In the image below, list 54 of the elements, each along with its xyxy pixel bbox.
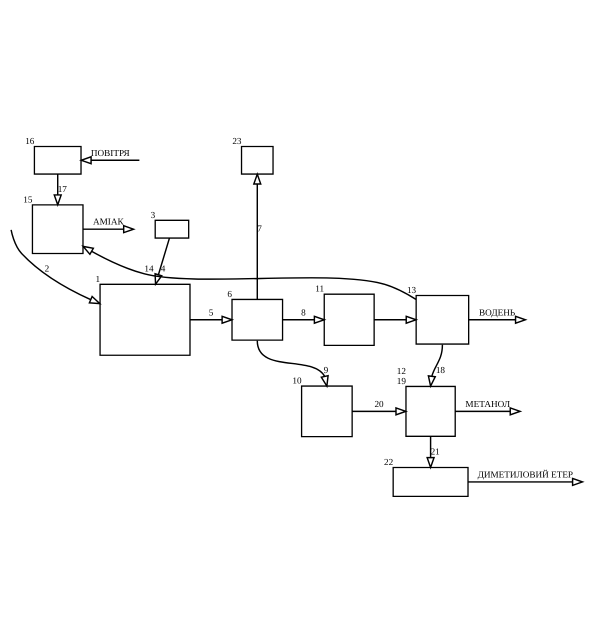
edge-label: 18 bbox=[436, 365, 446, 376]
edge-label: ПОВІТРЯ bbox=[90, 148, 130, 158]
node-box bbox=[99, 284, 191, 356]
edge-label: 4 bbox=[160, 263, 166, 274]
node-label: 6 bbox=[227, 288, 232, 299]
node-box bbox=[300, 385, 353, 438]
edge-label: 8 bbox=[301, 307, 306, 318]
edge-label: 14 bbox=[144, 263, 154, 274]
arrow bbox=[81, 245, 416, 300]
edge-label: 7 bbox=[257, 224, 262, 234]
edge-label: 17 bbox=[58, 184, 67, 194]
arrow bbox=[455, 406, 522, 416]
node-label: 1 bbox=[95, 274, 100, 284]
arrow bbox=[352, 406, 408, 416]
arrow bbox=[374, 315, 418, 324]
arrow bbox=[154, 238, 170, 286]
arrow bbox=[282, 315, 326, 324]
node-label: 22 bbox=[384, 456, 394, 467]
node-label: 16 bbox=[25, 136, 34, 146]
edge-label: МЕТАНОЛ bbox=[465, 398, 510, 409]
edge-label: 9 bbox=[324, 365, 328, 376]
node-label: 13 bbox=[406, 285, 416, 295]
node-box bbox=[392, 466, 469, 498]
arrow bbox=[252, 172, 262, 300]
edge-label: ВОДЕНЬ bbox=[479, 307, 516, 318]
edge-label: 20 bbox=[374, 398, 384, 409]
node-box bbox=[154, 220, 190, 239]
node-label: 19 bbox=[396, 376, 406, 386]
node-label: 3 bbox=[150, 210, 156, 220]
arrow bbox=[83, 224, 136, 234]
arrow bbox=[10, 230, 102, 304]
node-box bbox=[416, 294, 470, 345]
arrow bbox=[468, 315, 528, 324]
edge-label: 2 bbox=[44, 263, 50, 274]
arrow bbox=[190, 315, 234, 324]
edge-label: 5 bbox=[208, 307, 214, 318]
node-label: 23 bbox=[232, 136, 242, 146]
arrow bbox=[256, 340, 329, 388]
edge-label: ДИМЕТИЛОВИЙ ЕТЕР bbox=[478, 469, 574, 480]
node-box bbox=[32, 204, 84, 254]
node-label: 11 bbox=[315, 284, 324, 294]
arrow bbox=[53, 174, 62, 207]
node-box bbox=[240, 146, 274, 175]
node-box bbox=[231, 298, 284, 341]
node-box bbox=[324, 294, 375, 346]
node-box bbox=[34, 146, 82, 175]
edge-label: АМІАК bbox=[92, 216, 124, 227]
arrow bbox=[79, 156, 140, 165]
arrow bbox=[427, 344, 444, 388]
arrow bbox=[468, 477, 585, 486]
node-label: 12 bbox=[396, 366, 406, 376]
node-label: 10 bbox=[292, 376, 302, 386]
node-label: 15 bbox=[23, 194, 32, 204]
node-box bbox=[405, 386, 456, 437]
